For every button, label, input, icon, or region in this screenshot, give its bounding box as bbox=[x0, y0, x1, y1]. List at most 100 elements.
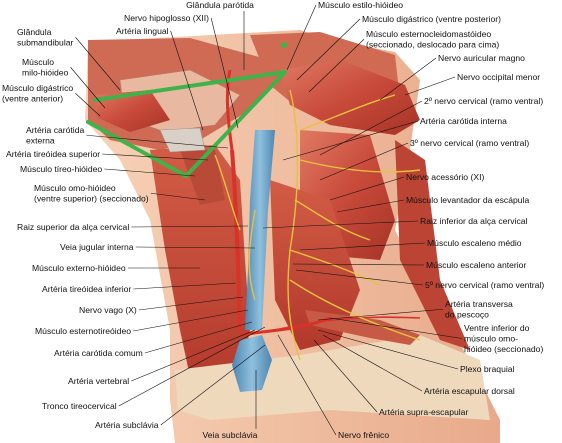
label-nervo-vago: Nervo vago (X) bbox=[79, 305, 137, 315]
label-musculo-esternocleidomastoideo: Músculo esternocleidomastóideo(seccionad… bbox=[366, 29, 499, 50]
label-line: Nervo vago (X) bbox=[79, 305, 137, 315]
label-line: Músculo esternotireóideo bbox=[35, 326, 131, 336]
nerve-branches bbox=[214, 89, 421, 361]
label-terceiro-nervo-cervical: 3º nervo cervical (ramo ventral) bbox=[410, 138, 529, 148]
label-line: Artéria vertebral bbox=[68, 376, 129, 386]
leader-arteria-tireoidea-inferior bbox=[133, 282, 237, 290]
leader-lines bbox=[70, 4, 463, 436]
label-line: Artéria lingual bbox=[116, 26, 169, 36]
label-line: Artéria escapular dorsal bbox=[424, 386, 515, 396]
label-line: Plexo braquial bbox=[460, 364, 515, 374]
label-segundo-nervo-cervical: 2º nervo cervical (ramo ventral) bbox=[424, 96, 543, 106]
label-line: músculo omo- bbox=[464, 334, 518, 344]
leader-nervo-frenico bbox=[277, 334, 337, 436]
leader-nervo-occipital-menor bbox=[404, 76, 456, 96]
leader-segundo-nervo-cervical bbox=[319, 100, 423, 156]
label-line: Músculo esternocleidomastóideo bbox=[366, 29, 491, 39]
leader-ventre-inferior-omo-hioideo bbox=[329, 317, 463, 339]
label-tronco-tireocervical: Tronco tireocervical bbox=[42, 401, 117, 411]
label-arteria-lingual: Artéria lingual bbox=[116, 26, 169, 36]
label-line: Nervo hipoglosso (XII) bbox=[124, 13, 209, 23]
external-carotid-artery bbox=[225, 69, 234, 151]
leader-arteria-carotida-interna bbox=[282, 120, 419, 161]
mylohyoid-muscle bbox=[95, 90, 170, 132]
strap-muscles bbox=[150, 145, 250, 400]
label-arteria-carotida-interna: Artéria carótida interna bbox=[420, 116, 507, 126]
label-nervo-occipital-menor: Nervo occipital menor bbox=[457, 72, 540, 82]
label-line: Glândula bbox=[17, 27, 52, 37]
leader-musculo-escaleno-medio bbox=[299, 242, 426, 251]
label-line: Músculo digástrico (ventre posterior) bbox=[362, 14, 501, 24]
label-line: Tronco tireocervical bbox=[42, 401, 117, 411]
leader-nervo-hipoglosso bbox=[210, 17, 239, 129]
leader-musculo-digastrico-posterior bbox=[296, 18, 361, 81]
leader-tronco-tireocervical bbox=[118, 326, 266, 407]
label-musculo-esternotireoideo: Músculo esternotireóideo bbox=[35, 326, 131, 336]
leader-raiz-superior-alca bbox=[131, 225, 249, 228]
leader-quinto-nervo-cervical bbox=[295, 269, 424, 286]
label-line: Artéria tireóidea inferior bbox=[42, 284, 131, 294]
label-line: Nervo occipital menor bbox=[457, 72, 540, 82]
label-line: 2º nervo cervical (ramo ventral) bbox=[424, 96, 543, 106]
label-line: Músculo estilo-hióideo bbox=[318, 0, 403, 10]
label-line: hióideo (seccionado) bbox=[464, 344, 543, 354]
label-line: Artéria transversa bbox=[445, 299, 513, 309]
label-line: Músculo externo-hióideo bbox=[32, 263, 126, 273]
label-nervo-auricular-magno: Nervo auricular magno bbox=[438, 53, 525, 63]
leader-arteria-vertebral bbox=[131, 329, 256, 382]
label-line: Ventre inferior do bbox=[464, 323, 530, 333]
label-musculo-estilo-hioideo: Músculo estilo-hióideo bbox=[318, 0, 403, 10]
leader-arteria-carotida-comum bbox=[144, 321, 253, 354]
label-musculo-digastrico-posterior: Músculo digástrico (ventre posterior) bbox=[362, 14, 501, 24]
label-musculo-levantador-escapula: Músculo levantador da escápula bbox=[406, 195, 529, 205]
leader-musculo-escaleno-anterior bbox=[292, 263, 425, 266]
leader-musculo-levantador-escapula bbox=[336, 199, 405, 213]
leader-arteria-supra-escapular bbox=[313, 339, 378, 413]
label-line: Músculo digástrico bbox=[2, 83, 73, 93]
label-musculo-esterno-hioideo: Músculo externo-hióideo bbox=[32, 263, 126, 273]
label-quinto-nervo-cervical: 5º nervo cervical (ramo ventral) bbox=[425, 280, 544, 290]
label-raiz-inferior-alca: Raiz inferior da alça cervical bbox=[420, 216, 528, 226]
label-line: Raiz inferior da alça cervical bbox=[420, 216, 528, 226]
leader-musculo-digastrico-anterior bbox=[75, 93, 101, 117]
label-line: Músculo levantador da escápula bbox=[406, 195, 529, 205]
label-line: Artéria tireóidea superior bbox=[6, 149, 100, 159]
label-nervo-acessorio: Nervo acessório (XI) bbox=[406, 172, 484, 182]
label-musculo-digastrico-anterior: Músculo digástrico(ventre anterior) bbox=[2, 83, 73, 104]
leader-arteria-tireoidea-superior bbox=[102, 153, 209, 161]
label-line: Artéria subclávia bbox=[95, 420, 159, 430]
label-line: (ventre anterior) bbox=[2, 94, 63, 104]
label-line: submandibular bbox=[17, 38, 74, 48]
label-line: 3º nervo cervical (ramo ventral) bbox=[410, 138, 529, 148]
label-line: Raiz superior da alça cervical bbox=[17, 222, 129, 232]
label-line: Músculo bbox=[22, 57, 54, 67]
label-musculo-tireo-hioideo: Músculo tíreo-hióideo bbox=[20, 164, 102, 174]
label-line: Artéria supra-escapular bbox=[379, 407, 468, 417]
label-line: Veia jugular interna bbox=[60, 242, 134, 252]
label-line: Artéria carótida bbox=[26, 125, 84, 135]
leader-musculo-milo-hioideo bbox=[70, 67, 106, 109]
leader-musculo-omo-hioideo bbox=[150, 192, 206, 201]
leader-arteria-transversa-pescoco bbox=[317, 308, 444, 321]
label-glandula-parotida: Glândula parótida bbox=[186, 0, 254, 10]
label-line: Músculo escaleno anterior bbox=[426, 260, 526, 270]
leader-terceiro-nervo-cervical bbox=[319, 142, 409, 181]
common-carotid-artery bbox=[230, 149, 242, 331]
label-line: (seccionado, deslocado para cima) bbox=[366, 40, 499, 50]
label-musculo-omo-hioideo: Músculo omo-hióideo(ventre superior) (se… bbox=[34, 183, 149, 204]
label-line: Nervo frênico bbox=[338, 430, 389, 440]
label-plexo-braquial: Plexo braquial bbox=[460, 364, 515, 374]
leader-plexo-braquial bbox=[317, 329, 459, 370]
label-line: Músculo omo-hióideo bbox=[34, 183, 116, 193]
label-line: externa bbox=[26, 136, 55, 146]
label-musculo-escaleno-anterior: Músculo escaleno anterior bbox=[426, 260, 526, 270]
label-line: Músculo escaleno médio bbox=[427, 238, 522, 248]
label-line: Artéria carótida comum bbox=[54, 348, 143, 358]
label-line: Veia subclávia bbox=[203, 430, 258, 440]
leader-nervo-acessorio bbox=[329, 176, 405, 201]
